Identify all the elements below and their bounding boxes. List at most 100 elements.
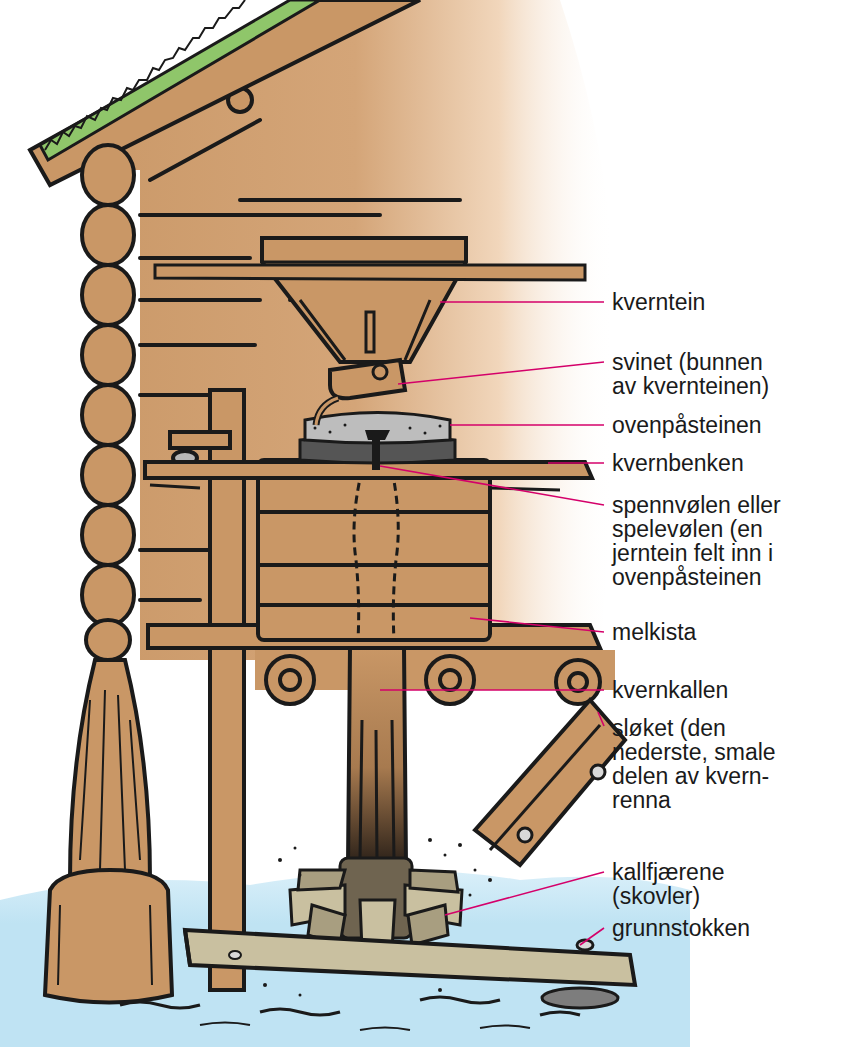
part-label: kverntein [612,290,790,314]
part-label: kvernkallen [612,678,790,702]
log-column-part [86,620,130,660]
spray-part [299,994,302,997]
millstones-part-part [344,424,347,427]
millstones-part-part [424,432,427,435]
support-post-part [70,660,150,880]
mill-bench [145,462,592,490]
spray-part [428,838,432,842]
log-column-part [82,265,134,325]
millstones-part [365,430,390,470]
chute-part [475,700,625,865]
part-label: sløket (den nederste, smale delen av kve… [612,716,790,812]
spray-part [469,894,472,897]
leader-lines-part [445,872,604,915]
meal-chest [258,460,490,640]
support-post-part [80,690,140,870]
lower-beam-part [440,670,460,690]
shoe-part [316,398,338,425]
log-column-part [82,145,134,205]
meal-chest-part [258,512,490,605]
water-part [200,1023,530,1031]
support-post [45,660,172,1003]
shoe-part [330,360,405,398]
part-label: spennvølen eller spelevølen (en jerntein… [612,493,790,589]
shoe-part [373,365,387,379]
millstones-part-part [329,431,332,434]
hopper-part [155,265,585,280]
water-wheel-part [410,870,458,892]
lower-beam-part [556,660,600,704]
spray-part [438,988,442,992]
millstones-part-part [409,427,412,430]
water-wheel-part [298,870,345,890]
roof-part [40,0,320,160]
chute-part [591,765,605,779]
spray-part [278,858,282,862]
mill-bench-part [150,485,560,490]
meal-chest-part [258,460,490,640]
lower-beam-part [569,673,587,691]
log-column-part [82,565,134,625]
spray-part [444,854,447,857]
meal-chest-part [354,470,398,640]
leader-lines-part [470,618,604,632]
building-wall-part [40,0,613,660]
frame-part [170,432,230,448]
spray-part [299,874,302,877]
leader-lines-part [380,466,604,505]
spray-part [294,847,297,850]
main-shaft-part [348,648,406,865]
part-label: ovenpåsteinen [612,413,790,437]
chute-part [490,725,600,850]
leader-lines-part [380,689,604,691]
ground-beam-part [542,988,618,1008]
shoe-part [366,312,374,352]
log-column-part [82,445,134,505]
log-column-part [82,205,134,265]
support-post-part [45,870,172,1003]
part-label: kallfjærene (skovler) [612,860,790,908]
part-label: melkista [612,620,790,644]
lower-beam-part [266,656,314,704]
part-label: svinet (bunnen av kvernteinen) [612,350,790,398]
chute-part [518,828,532,842]
shoe-part [316,398,338,425]
part-label: kvernbenken [612,451,790,475]
water-part [120,997,580,1015]
millstones-part-part [439,425,442,428]
log-column-part [82,385,134,445]
spray-part [263,983,267,987]
leader-lines-part [398,362,604,384]
main-shaft-part [360,720,394,862]
log-column [82,145,134,660]
part-label: grunnstokken [612,916,790,940]
shoe [316,312,405,425]
ground-beam-part [185,930,635,985]
chute [475,700,625,865]
leader-lines-part [598,712,604,726]
leader-lines-part [548,462,604,464]
lower-beam-part [426,656,474,704]
water-wheel-part [408,905,448,945]
millstones [300,413,455,471]
leader-lines-part [580,928,604,945]
log-column-part [82,325,134,385]
log-column-part [82,505,134,565]
ground-beam [185,930,635,1008]
leader-lines [380,302,604,945]
hopper-part [262,238,466,362]
support-post-part [58,905,152,985]
leader-lines-part [450,424,604,426]
lower-beam-part [280,670,300,690]
spray-part [488,878,492,882]
spray-part [458,843,462,847]
spray-part [474,869,477,872]
leader-lines-part [440,301,604,303]
roof-part [45,0,245,150]
building-wall [40,0,613,660]
main-shaft [348,648,406,865]
millstones-part-part [314,427,317,430]
ground-beam-part [185,930,190,965]
hopper [155,238,585,362]
